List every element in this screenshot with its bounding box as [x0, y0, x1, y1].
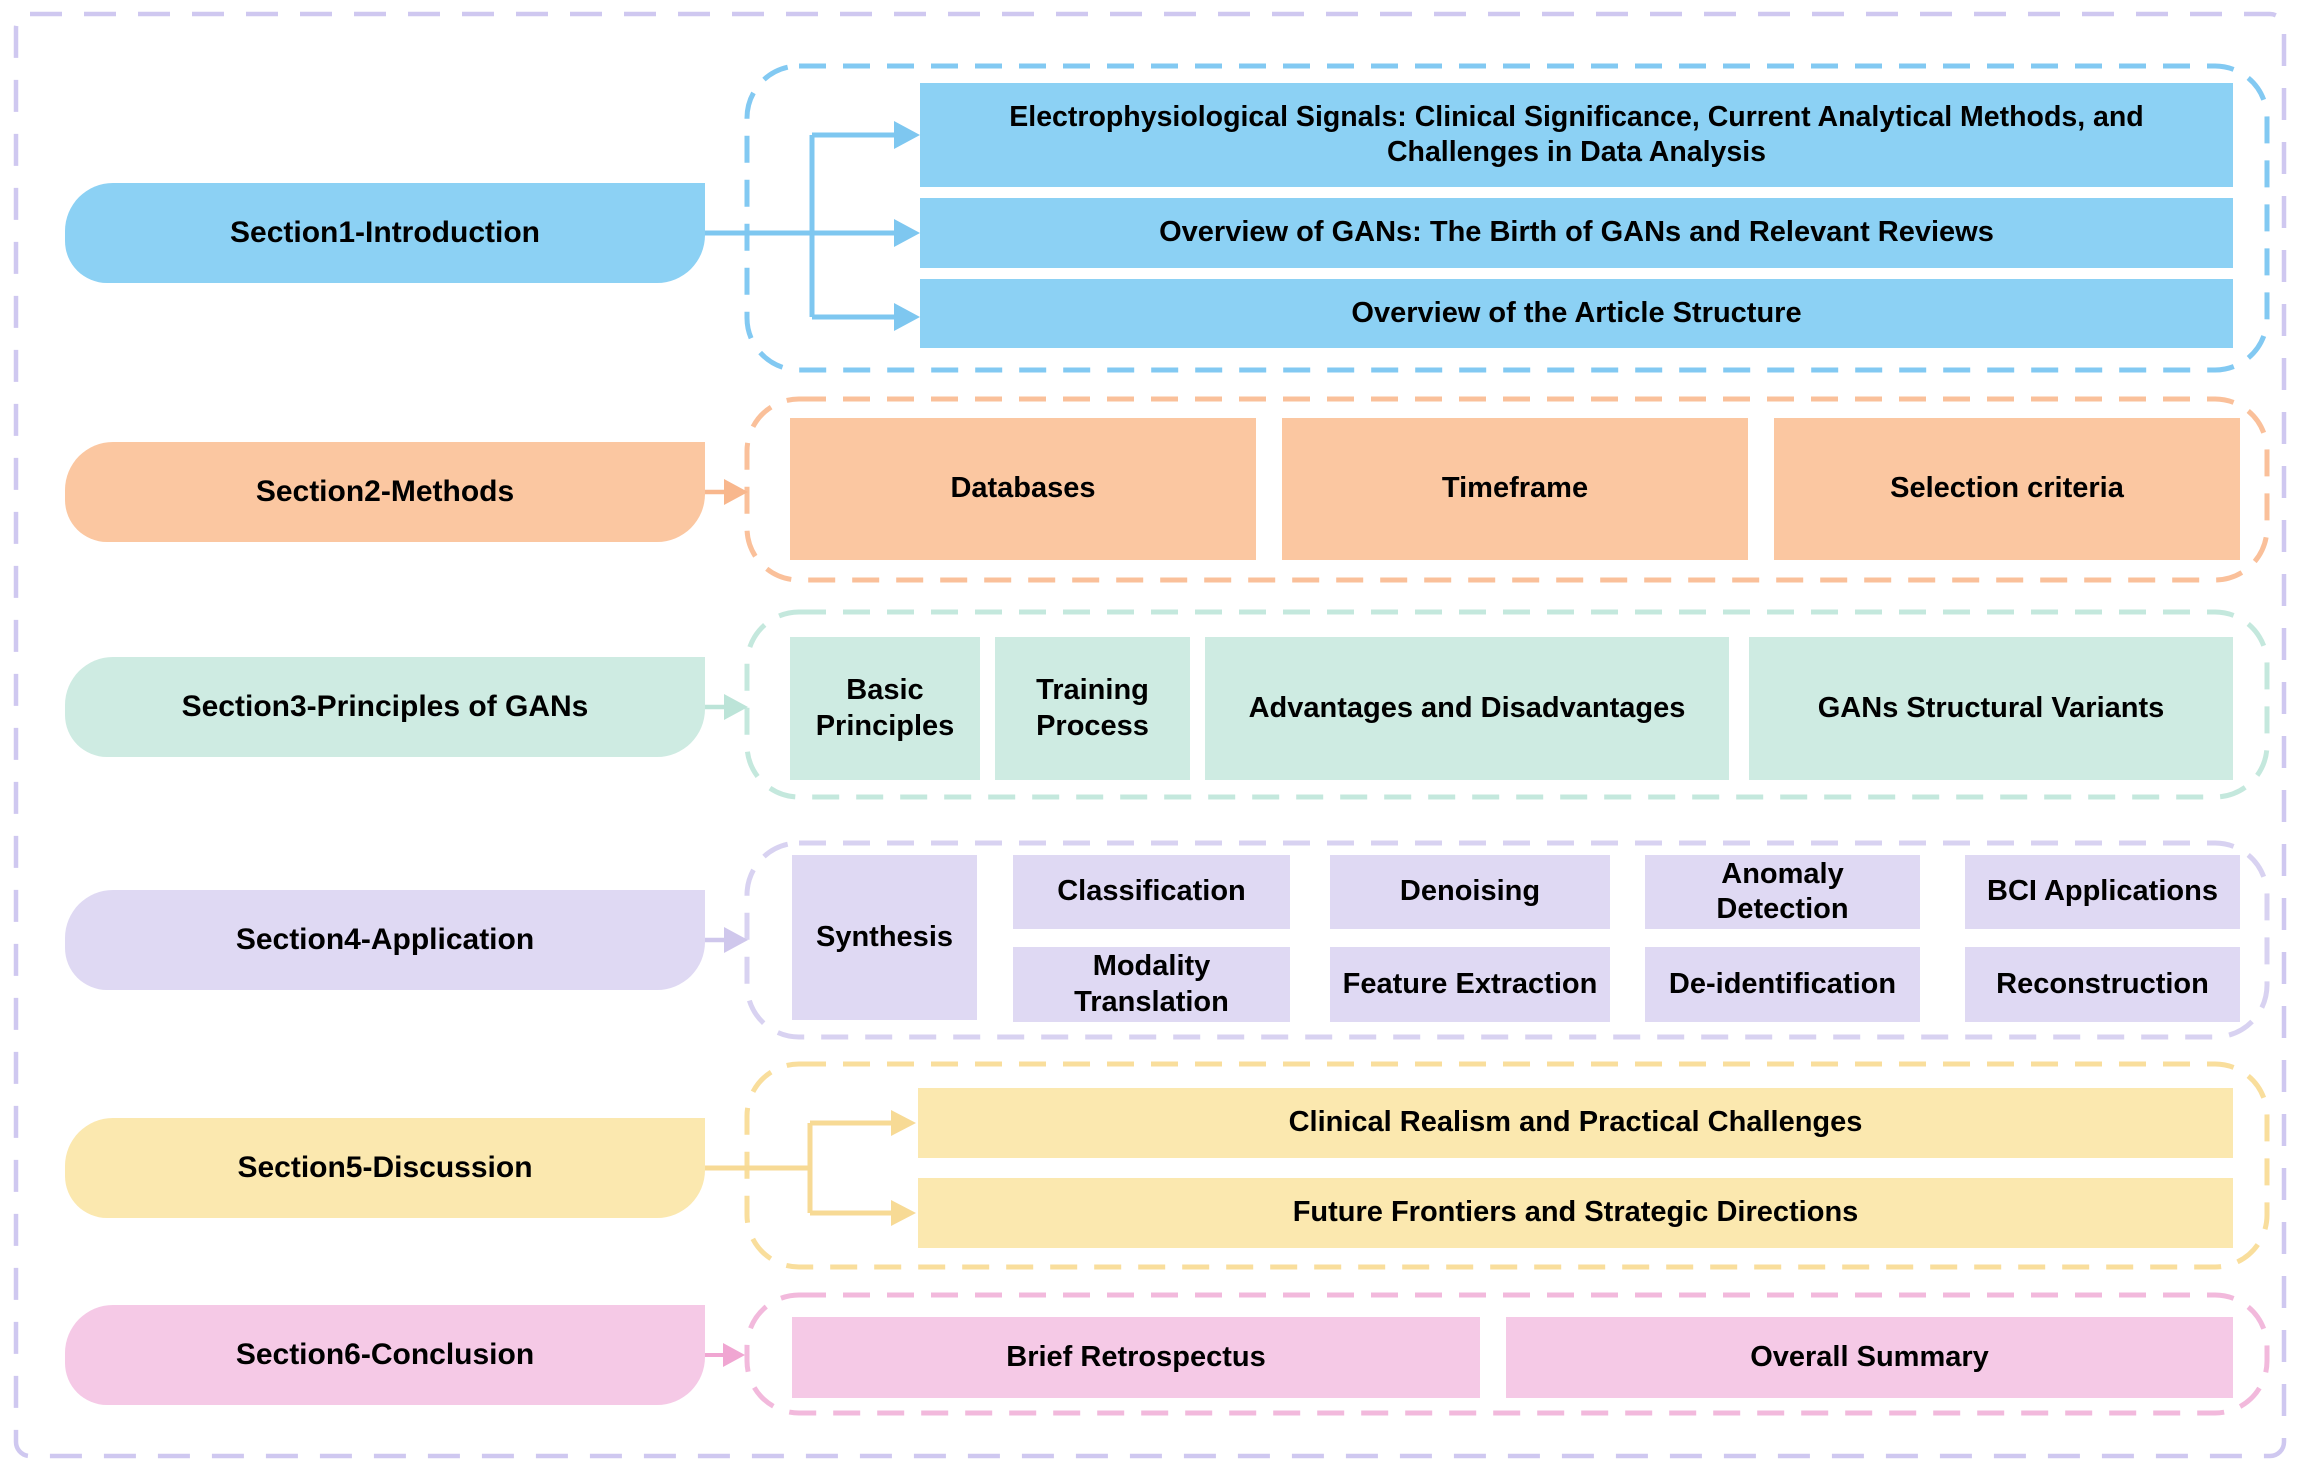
section2-label: Section2-Methods: [65, 442, 705, 542]
section3-box-advantages: Advantages and Disadvantages: [1205, 637, 1729, 780]
section5-arrow-head: [891, 1200, 916, 1226]
section4-arrow-head: [724, 927, 748, 953]
section4-label: Section4-Application: [65, 890, 705, 990]
section1-box-article-structure: Overview of the Article Structure: [920, 279, 2233, 348]
section1-box-gans-overview: Overview of GANs: The Birth of GANs and …: [920, 198, 2233, 268]
section3-arrow-head: [724, 694, 748, 720]
section5-box-clinical-realism: Clinical Realism and Practical Challenge…: [918, 1088, 2233, 1158]
section5-connector: [700, 1120, 892, 1216]
section1-arrow-head: [894, 303, 920, 331]
section4-box-feature-extraction: Feature Extraction: [1330, 947, 1610, 1022]
section5-arrow-head: [891, 1110, 916, 1136]
section3-label: Section3-Principles of GANs: [65, 657, 705, 757]
section5-box-future-frontiers: Future Frontiers and Strategic Direction…: [918, 1178, 2233, 1248]
section2-box-databases: Databases: [790, 418, 1256, 560]
section5-label: Section5-Discussion: [65, 1118, 705, 1218]
section4-box-denoising: Denoising: [1330, 855, 1610, 929]
section4-box-de-identification: De-identification: [1645, 947, 1920, 1022]
section4-box-synthesis: Synthesis: [792, 855, 977, 1020]
section4-box-reconstruction: Reconstruction: [1965, 947, 2240, 1022]
section6-arrow-head: [723, 1343, 745, 1367]
section6-box-brief-retrospectus: Brief Retrospectus: [792, 1317, 1480, 1398]
section2-arrow-head: [724, 479, 748, 505]
section2-box-timeframe: Timeframe: [1282, 418, 1748, 560]
section1-connector: [700, 132, 896, 320]
section1-label: Section1-Introduction: [65, 183, 705, 283]
section4-box-modality-translation: Modality Translation: [1013, 947, 1290, 1022]
section1-arrow-head: [894, 219, 920, 247]
section1-arrow-head: [894, 121, 920, 149]
section4-box-anomaly-detection: Anomaly Detection: [1645, 855, 1920, 929]
section3-box-training-process: Training Process: [995, 637, 1190, 780]
section4-box-bci-applications: BCI Applications: [1965, 855, 2240, 929]
section1-box-signals: Electrophysiological Signals: Clinical S…: [920, 83, 2233, 187]
section3-box-structural-variants: GANs Structural Variants: [1749, 637, 2233, 780]
section6-box-overall-summary: Overall Summary: [1506, 1317, 2233, 1398]
section4-box-classification: Classification: [1013, 855, 1290, 929]
section6-label: Section6-Conclusion: [65, 1305, 705, 1405]
section3-box-basic-principles: Basic Principles: [790, 637, 980, 780]
section2-box-selection-criteria: Selection criteria: [1774, 418, 2240, 560]
